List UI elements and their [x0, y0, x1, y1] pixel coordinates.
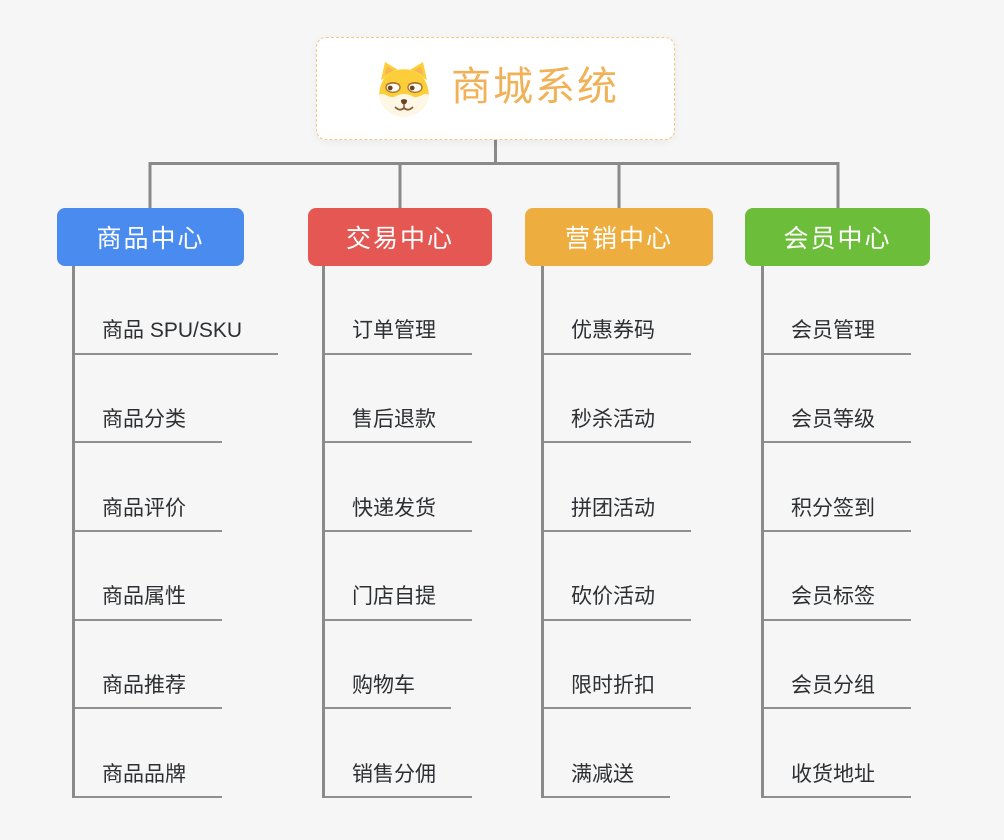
- leaf-label: 会员分组: [764, 672, 911, 710]
- leaf-item[interactable]: 会员等级: [764, 355, 911, 444]
- leaf-item[interactable]: 商品分类: [75, 355, 222, 444]
- leaf-item[interactable]: 售后退款: [325, 355, 472, 444]
- leaf-label: 商品评价: [75, 495, 222, 533]
- leaf-label: 会员等级: [764, 406, 911, 444]
- leaf-item[interactable]: 会员标签: [764, 532, 911, 621]
- branch-column-trade: 订单管理 售后退款 快递发货 门店自提 购物车 销售分佣: [322, 266, 472, 799]
- leaf-item[interactable]: 砍价活动: [544, 532, 691, 621]
- leaf-label: 收货地址: [764, 761, 911, 799]
- leaf-item[interactable]: 拼团活动: [544, 443, 691, 533]
- leaf-item[interactable]: 满减送: [544, 709, 670, 799]
- leaf-label: 商品品牌: [75, 761, 222, 799]
- leaf-label: 商品分类: [75, 406, 222, 444]
- leaf-label: 商品 SPU/SKU: [75, 317, 279, 355]
- leaf-item[interactable]: 快递发货: [325, 443, 472, 533]
- leaf-item[interactable]: 会员分组: [764, 621, 911, 710]
- leaf-label: 拼团活动: [544, 495, 691, 533]
- leaf-item[interactable]: 销售分佣: [325, 709, 472, 799]
- leaf-label: 会员管理: [764, 317, 911, 355]
- leaf-item[interactable]: 商品 SPU/SKU: [75, 266, 279, 355]
- leaf-label: 限时折扣: [544, 672, 691, 710]
- leaf-label: 快递发货: [325, 495, 472, 533]
- leaf-label: 积分签到: [764, 495, 911, 533]
- leaf-item[interactable]: 限时折扣: [544, 621, 691, 710]
- leaf-label: 满减送: [544, 761, 670, 799]
- leaf-item[interactable]: 秒杀活动: [544, 355, 691, 444]
- branch-node-product-center[interactable]: 商品中心: [57, 208, 244, 266]
- branch-node-marketing-center[interactable]: 营销中心: [525, 208, 713, 266]
- leaf-item[interactable]: 商品推荐: [75, 621, 222, 710]
- leaf-label: 优惠券码: [544, 317, 691, 355]
- leaf-item[interactable]: 商品品牌: [75, 709, 222, 799]
- leaf-item[interactable]: 会员管理: [764, 266, 911, 355]
- leaf-label: 商品属性: [75, 583, 222, 621]
- branch-column-member: 会员管理 会员等级 积分签到 会员标签 会员分组 收货地址: [761, 266, 911, 799]
- branch-node-member-center[interactable]: 会员中心: [745, 208, 930, 266]
- root-node[interactable]: 商城系统: [316, 37, 675, 140]
- leaf-item[interactable]: 门店自提: [325, 532, 472, 621]
- leaf-item[interactable]: 优惠券码: [544, 266, 691, 355]
- branch-column-marketing: 优惠券码 秒杀活动 拼团活动 砍价活动 限时折扣 满减送: [541, 266, 691, 799]
- leaf-label: 售后退款: [325, 406, 472, 444]
- leaf-item[interactable]: 商品属性: [75, 532, 222, 621]
- leaf-item[interactable]: 购物车: [325, 621, 451, 710]
- leaf-item[interactable]: 商品评价: [75, 443, 222, 533]
- leaf-label: 砍价活动: [544, 583, 691, 621]
- root-title: 商城系统: [451, 64, 619, 109]
- leaf-item[interactable]: 收货地址: [764, 709, 911, 799]
- branch-column-product: 商品 SPU/SKU 商品分类 商品评价 商品属性 商品推荐 商品品牌: [72, 266, 279, 799]
- leaf-label: 商品推荐: [75, 672, 222, 710]
- shiba-dog-icon: [372, 59, 436, 119]
- leaf-label: 会员标签: [764, 583, 911, 621]
- leaf-label: 销售分佣: [325, 761, 472, 799]
- branch-node-trade-center[interactable]: 交易中心: [308, 208, 492, 266]
- leaf-label: 购物车: [325, 672, 451, 710]
- leaf-label: 门店自提: [325, 583, 472, 621]
- leaf-item[interactable]: 订单管理: [325, 266, 472, 355]
- leaf-item[interactable]: 积分签到: [764, 443, 911, 533]
- leaf-label: 订单管理: [325, 317, 472, 355]
- leaf-label: 秒杀活动: [544, 406, 691, 444]
